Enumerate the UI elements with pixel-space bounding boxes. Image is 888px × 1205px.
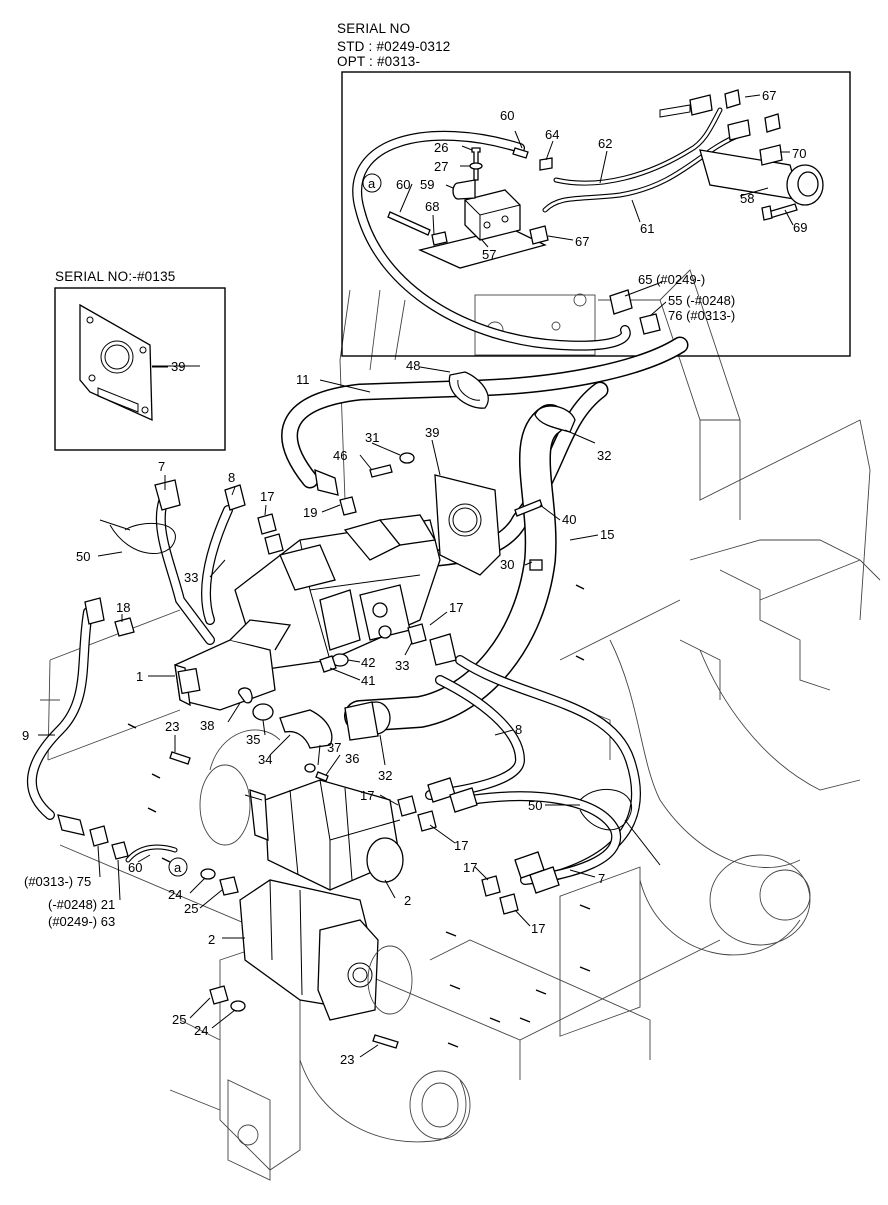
callout-labels: 60 64 26 27 59 60 62 67 70 58 61 69 67 5… xyxy=(22,88,807,1067)
callout-42: 42 xyxy=(361,655,375,670)
leader-lines xyxy=(38,365,599,1058)
callout-19: 19 xyxy=(303,505,317,520)
callout-61: 61 xyxy=(640,221,654,236)
callout-11: 11 xyxy=(296,372,310,387)
callout-35: 35 xyxy=(246,732,260,747)
callout-46: 46 xyxy=(333,448,347,463)
callout-50-top: 50 xyxy=(76,549,90,564)
callout-69: 69 xyxy=(793,220,807,235)
inset-top-box xyxy=(341,71,851,357)
callout-7-b: 7 xyxy=(598,871,605,886)
callout-60-a: 60 xyxy=(500,108,514,123)
callout-50-b: 50 xyxy=(528,798,542,813)
callout-25-a: 25 xyxy=(184,901,198,916)
callout-8-top: 8 xyxy=(228,470,235,485)
callout-23-a: 23 xyxy=(165,719,179,734)
callout-33-b: 33 xyxy=(395,658,409,673)
callout-27: 27 xyxy=(434,159,448,174)
callout-21: (-#0248) 21 xyxy=(48,897,115,912)
callout-17-d: 17 xyxy=(454,838,468,853)
callout-23-b: 23 xyxy=(340,1052,354,1067)
callout-39-inset: 39 xyxy=(171,359,185,374)
inset-left-frame xyxy=(54,287,226,451)
callout-62: 62 xyxy=(598,136,612,151)
callout-18: 18 xyxy=(116,600,130,615)
callout-70: 70 xyxy=(792,146,806,161)
frame-bolts xyxy=(127,584,591,1048)
callout-25-b: 25 xyxy=(172,1012,186,1027)
callout-2-b: 2 xyxy=(208,932,215,947)
callout-55: 55 (-#0248) xyxy=(668,293,735,308)
callout-67-a: 67 xyxy=(762,88,776,103)
callout-37: 37 xyxy=(327,740,341,755)
callout-34: 34 xyxy=(258,752,272,767)
callout-33-a: 33 xyxy=(184,570,198,585)
callout-36: 36 xyxy=(345,751,359,766)
callout-41: 41 xyxy=(361,673,375,688)
callout-24-b: 24 xyxy=(194,1023,208,1038)
callout-58: 58 xyxy=(740,191,754,206)
callout-67-b: 67 xyxy=(575,234,589,249)
callout-17-b: 17 xyxy=(449,600,463,615)
callout-60-b: 60 xyxy=(396,177,410,192)
callout-9: 9 xyxy=(22,728,29,743)
inset-top-title: SERIAL NO xyxy=(337,21,410,36)
chassis-frame xyxy=(40,269,881,1181)
callout-7-top: 7 xyxy=(158,459,165,474)
callout-60-c: 60 xyxy=(128,860,142,875)
callout-75: (#0313-) 75 xyxy=(24,874,91,889)
inset-top-opt: OPT : #0313- xyxy=(337,54,420,69)
inset-top-std: STD : #0249-0312 xyxy=(337,39,451,54)
callout-64: 64 xyxy=(545,127,559,142)
callout-17-e: 17 xyxy=(463,860,477,875)
callout-68: 68 xyxy=(425,199,439,214)
callout-26: 26 xyxy=(434,140,448,155)
callout-48: 48 xyxy=(406,358,420,373)
callout-1: 1 xyxy=(136,669,143,684)
callout-2-a: 2 xyxy=(404,893,411,908)
callout-24-a: 24 xyxy=(168,887,182,902)
callout-32-top: 32 xyxy=(597,448,611,463)
inset-left-box xyxy=(54,287,226,451)
marker-a-top xyxy=(362,173,382,193)
inset-left-title: SERIAL NO:-#0135 xyxy=(55,269,176,284)
callout-31: 31 xyxy=(365,430,379,445)
callout-38: 38 xyxy=(200,718,214,733)
callout-65: 65 (#0249-) xyxy=(638,272,705,287)
inset-top-frame xyxy=(341,71,851,357)
callout-15: 15 xyxy=(600,527,614,542)
callout-17-c: 17 xyxy=(360,788,374,803)
main-pump xyxy=(57,371,661,866)
callout-17-f: 17 xyxy=(531,921,545,936)
callout-63: (#0249-) 63 xyxy=(48,914,115,929)
callout-a-top: a xyxy=(368,176,376,191)
callout-8-b: 8 xyxy=(515,722,522,737)
callout-57: 57 xyxy=(482,247,496,262)
callout-17-a: 17 xyxy=(260,489,274,504)
marker-a-bottom xyxy=(168,857,188,877)
callout-39: 39 xyxy=(425,425,439,440)
callout-30: 30 xyxy=(500,557,514,572)
callout-a-bottom: a xyxy=(174,860,182,875)
callout-76: 76 (#0313-) xyxy=(668,308,735,323)
callout-32-b: 32 xyxy=(378,768,392,783)
callout-59: 59 xyxy=(420,177,434,192)
travel-motors xyxy=(89,729,560,1049)
callout-40: 40 xyxy=(562,512,576,527)
